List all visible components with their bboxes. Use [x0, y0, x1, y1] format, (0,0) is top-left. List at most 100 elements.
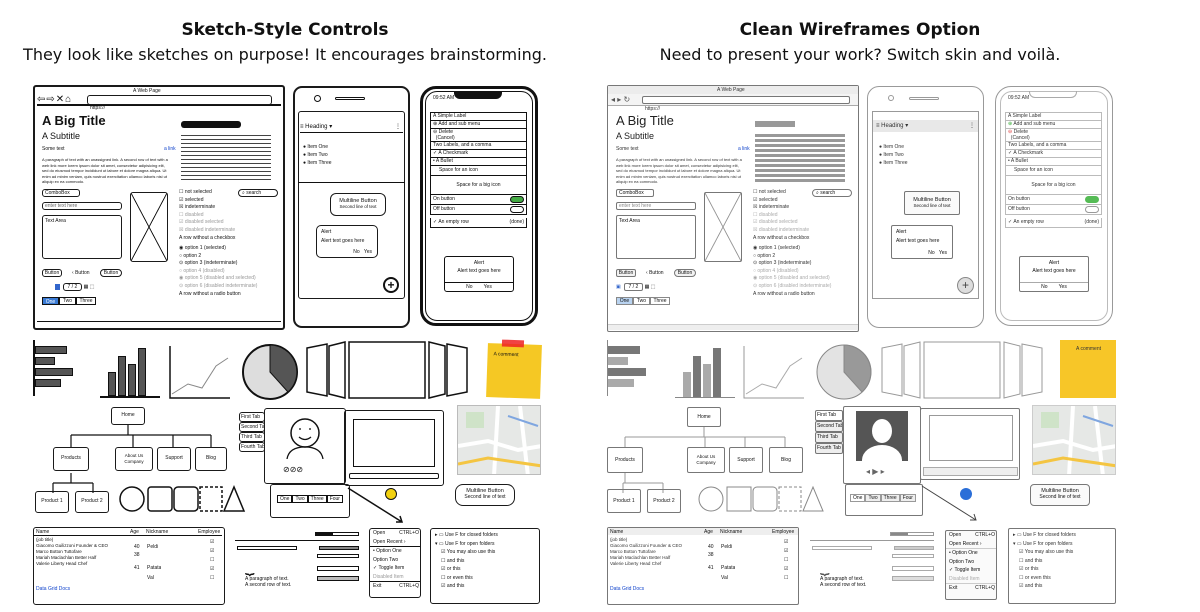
url-field[interactable]: https:// [645, 106, 661, 112]
scrollbar[interactable] [608, 324, 858, 330]
tab[interactable]: Four [326, 495, 343, 503]
list-item[interactable]: ☑ You may also use this [441, 549, 496, 555]
checkbox[interactable]: ☑ selected [179, 196, 204, 203]
vertical-tab[interactable]: Second Tab [239, 422, 265, 432]
checkmark-row[interactable]: ✓ A Checkmark [430, 150, 527, 158]
menu-item[interactable]: Open Recent › [949, 540, 982, 547]
nav-icons[interactable]: ⇦⇨✕⌂ [37, 94, 73, 105]
vertical-tab[interactable]: Fourth Tab [239, 442, 265, 452]
text-area[interactable]: Text Area [42, 215, 122, 259]
list-item[interactable]: ☐ and this [1019, 557, 1043, 564]
tab-three[interactable]: Three [650, 297, 670, 305]
list-item[interactable]: ● Item One [879, 144, 904, 150]
list-item[interactable]: ☑ or this [441, 566, 461, 572]
table-header[interactable]: Name [610, 529, 624, 535]
text-input[interactable]: enter text here [616, 202, 696, 210]
menu-item[interactable]: Open Recent › [373, 538, 406, 545]
tree-node[interactable]: Product 1 [607, 489, 641, 513]
tree-node[interactable]: Blog [195, 447, 227, 471]
tree-node[interactable]: Products [607, 447, 643, 473]
sticky-note[interactable]: A comment [1060, 340, 1116, 398]
tree-node[interactable]: Support [729, 447, 763, 473]
list-item[interactable]: ▸ ▭ Use F for closed folders [1013, 532, 1076, 538]
nav-icons[interactable]: ◂ ▸ ↻ [611, 95, 631, 104]
tab[interactable]: Two [292, 495, 308, 503]
radio[interactable]: ○ option 2 [179, 252, 202, 259]
table-header[interactable]: Employee [772, 529, 795, 535]
radio[interactable]: ⊙ option 3 (indeterminate) [179, 260, 238, 266]
tab[interactable]: Four [899, 494, 916, 502]
tab[interactable]: Three [307, 495, 327, 503]
alert-buttons[interactable]: No Yes [445, 282, 513, 291]
checkbox[interactable]: ☒ indeterminate [753, 204, 790, 210]
video-player[interactable] [344, 410, 444, 486]
map[interactable] [1032, 405, 1116, 475]
slider[interactable] [892, 566, 934, 571]
text-area[interactable]: Text Area [616, 215, 696, 259]
tab[interactable]: Two [865, 494, 881, 502]
empty-row[interactable]: ✓ An empty row(done) [430, 218, 527, 228]
back-button[interactable]: ‹ Button [72, 270, 90, 276]
tree-node[interactable]: Product 2 [647, 489, 681, 513]
list-item[interactable]: ▾ ▭ Use F for open folders [1013, 540, 1073, 547]
fab-add-icon[interactable]: + [383, 277, 399, 293]
vertical-tab[interactable]: Third Tab [815, 432, 843, 443]
tree-node[interactable]: Product 1 [35, 491, 69, 513]
table-row[interactable]: (job title)Giacomo Guilizzoni Founder & … [610, 537, 683, 566]
web-link[interactable]: a link [164, 146, 176, 152]
tab[interactable]: One [850, 494, 866, 502]
radio[interactable]: ○ option 2 [753, 252, 776, 259]
tree-node[interactable]: Products [53, 447, 89, 471]
bullet-row[interactable]: • A Bullet [1005, 158, 1102, 166]
bullet-row[interactable]: • A Bullet [430, 158, 527, 166]
tab-one[interactable]: One [616, 297, 633, 305]
menu-item[interactable]: ✓ Toggle Item [373, 565, 405, 571]
list-item[interactable]: ☐ or even this [441, 574, 473, 581]
list-item[interactable]: ● Item Three [879, 160, 908, 166]
two-labels-row[interactable]: Two Labels, and a comma [430, 142, 527, 150]
button[interactable]: Button [616, 269, 636, 277]
table-footer-link[interactable]: Data Grid Docs [36, 586, 71, 592]
delete-row[interactable]: ⊖ Delete (Cancel) [1005, 129, 1102, 142]
table-row[interactable]: (job title)Giacomo Guilizzoni Founder & … [36, 537, 109, 566]
multiline-button[interactable]: Multiline Button Second line of text [455, 484, 515, 506]
pill-button[interactable]: Button [674, 269, 696, 277]
fab-add-icon[interactable]: + [957, 277, 974, 294]
list-item[interactable]: ● Item Three [303, 160, 332, 166]
map[interactable] [457, 405, 541, 475]
vertical-tab[interactable]: First Tab [239, 412, 265, 422]
list-item[interactable]: ● Item One [303, 144, 328, 150]
sticky-note[interactable]: A comment [486, 339, 542, 399]
list-item[interactable]: ☐ and this [441, 557, 465, 564]
playback-icons[interactable]: ◂ ▶ ▸ [866, 467, 885, 476]
slider-filled[interactable] [317, 576, 359, 581]
multiline-button[interactable]: Multiline Button Second line of text [904, 191, 960, 215]
pill-button[interactable]: Button [100, 269, 122, 277]
tab-two[interactable]: Two [633, 297, 650, 305]
video-player[interactable] [920, 408, 1020, 480]
tree-node[interactable]: Blog [769, 447, 803, 473]
submenu-row[interactable]: ⊕ Add and sub menu [1005, 121, 1102, 129]
menu-item[interactable]: • Option One [370, 546, 420, 556]
combobox[interactable]: ComboBox [616, 189, 654, 197]
off-toggle-row[interactable]: Off button [430, 205, 527, 215]
checkmark-row[interactable]: ✓ A Checkmark [1005, 150, 1102, 158]
table-header[interactable]: Name [36, 529, 50, 535]
stepper[interactable]: 7 / 2 [62, 283, 83, 291]
yellow-dot[interactable] [385, 488, 397, 500]
toggle-off[interactable] [1085, 206, 1099, 213]
slider-filled[interactable] [892, 576, 934, 581]
checkbox[interactable]: ☐ not selected [753, 189, 786, 195]
search-field[interactable]: ⌕ search [812, 189, 852, 197]
empty-row[interactable]: ✓ An empty row(done) [1005, 218, 1102, 228]
stepper[interactable]: 7 / 2 [623, 283, 644, 291]
radio[interactable]: ⊙ option 3 (indeterminate) [753, 260, 812, 266]
button[interactable]: Button [42, 269, 62, 277]
tab[interactable]: One [277, 495, 293, 503]
two-labels-row[interactable]: Two Labels, and a comma [1005, 142, 1102, 150]
table-header[interactable]: Age [704, 529, 713, 535]
list-item[interactable]: ● Item Two [303, 152, 328, 158]
on-toggle-row[interactable]: On button [430, 195, 527, 205]
